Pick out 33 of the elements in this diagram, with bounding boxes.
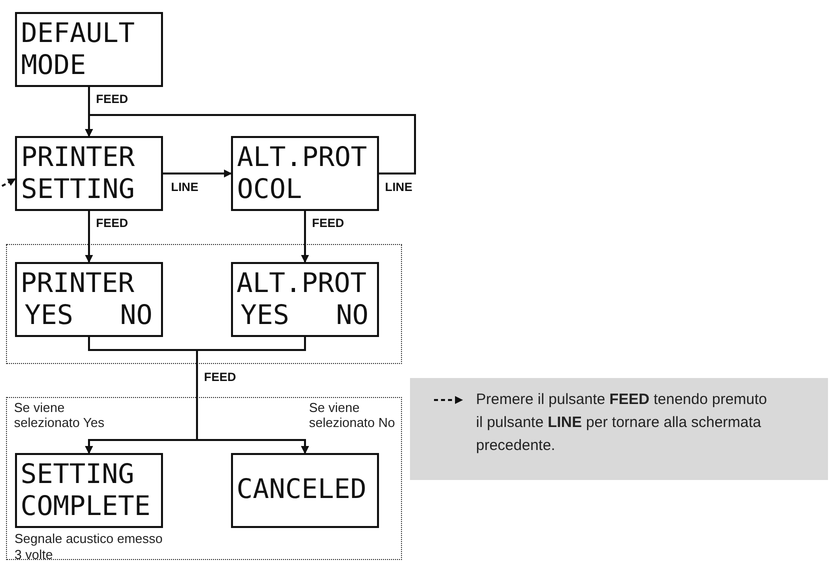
arrow xyxy=(2,178,16,187)
arrow xyxy=(85,114,416,174)
display-text: CANCELED xyxy=(236,473,368,507)
edge-label: LINE xyxy=(170,180,200,194)
arrow xyxy=(196,337,309,454)
edge-label: FEED xyxy=(95,216,130,230)
branch-note: Se viene selezionato No xyxy=(309,400,395,430)
lcd-screen-box xyxy=(230,262,378,336)
lcd-screen-box xyxy=(15,12,163,87)
lcd-screen-box xyxy=(14,262,162,336)
display-text: DEFAULT MODE xyxy=(20,17,136,83)
lcd-screen-box xyxy=(231,136,379,211)
display-text: PRINTER SETTING xyxy=(20,141,136,207)
display-text: PRINTER xyxy=(20,268,134,298)
display-option: NO xyxy=(336,300,368,332)
display-option: YES xyxy=(240,300,290,332)
dotted-group-frame xyxy=(6,244,402,364)
display-text: SETTING COMPLETE xyxy=(20,458,152,524)
edge-label: FEED xyxy=(203,370,238,384)
lcd-screen-box xyxy=(15,136,163,211)
display-option: NO xyxy=(120,300,152,332)
display-text: ALT.PROT OCOL xyxy=(236,141,368,207)
display-option: YES xyxy=(24,300,74,332)
edge-label: LINE xyxy=(384,180,414,194)
arrow xyxy=(85,211,93,263)
display-text: ALT.PROT xyxy=(236,268,367,298)
legend-text: Premere il pulsante FEED tenendo premuto il pulsante LINE per tornare alla schermata precedente. xyxy=(476,390,768,456)
beside-caption: Segnale acustico emesso 3 volte xyxy=(14,530,164,562)
edge-label: FEED xyxy=(311,216,346,230)
lcd-screen-box xyxy=(230,452,378,528)
arrow xyxy=(301,211,309,263)
edge-label: FEED xyxy=(95,92,130,106)
arrow xyxy=(163,170,232,178)
